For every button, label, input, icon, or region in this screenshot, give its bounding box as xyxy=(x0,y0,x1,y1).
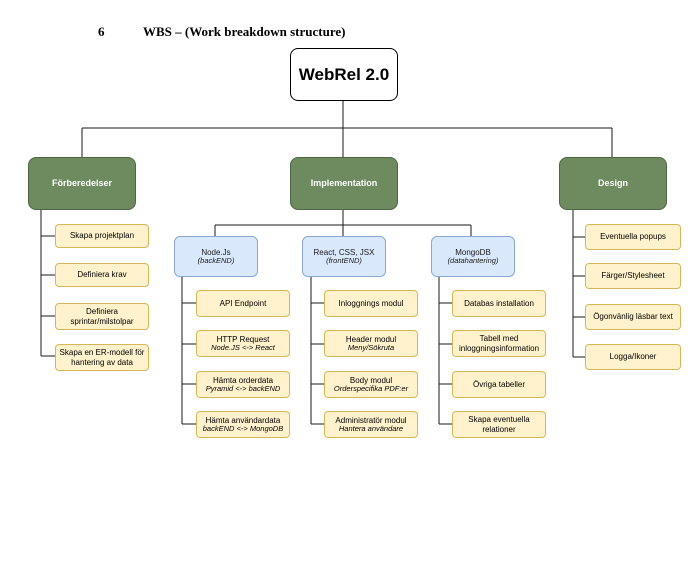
task-box: Definiera sprintar/milstolpar xyxy=(55,303,149,330)
subgroup-label: Node.Js xyxy=(201,247,231,257)
task-label: Tabell med inloggningsinformation xyxy=(458,334,540,353)
task-label: Databas installation xyxy=(464,298,534,308)
subgroup-mongodb: MongoDB (datahantering) xyxy=(431,236,515,277)
task-label: Skapa eventuella relationer xyxy=(468,415,530,434)
task-box: Eventuella popups xyxy=(585,224,681,250)
section-heading: 6 WBS – (Work breakdown structure) xyxy=(0,24,696,44)
task-label: Definiera sprintar/milstolpar xyxy=(70,307,134,326)
task-sublabel: Orderspecifika PDF:er xyxy=(333,383,409,393)
subgroup-react: React, CSS, JSX (frontEND) xyxy=(302,236,386,277)
task-box: Skapa projektplan xyxy=(55,224,149,248)
task-label: Färger/Stylesheet xyxy=(601,271,665,281)
task-box: API Endpoint xyxy=(196,290,290,317)
task-label: Body modul xyxy=(349,375,393,385)
task-box: Inloggnings modul xyxy=(324,290,418,317)
branch-design: Design xyxy=(559,157,667,210)
task-box: Tabell med inloggningsinformation xyxy=(452,330,546,357)
task-box: Övriga tabeller xyxy=(452,371,546,398)
root-label: WebRel 2.0 xyxy=(298,64,390,84)
task-sublabel: Meny/Sökruta xyxy=(347,342,395,352)
task-sublabel: Hantera användare xyxy=(338,423,404,433)
task-label: API Endpoint xyxy=(219,298,267,308)
task-box: Skapa eventuella relationer xyxy=(452,411,546,438)
task-label: Logga/Ikoner xyxy=(609,352,657,362)
branch-forberedelser: Förberedelser xyxy=(28,157,136,210)
section-title: WBS – (Work breakdown structure) xyxy=(143,24,346,39)
root-node: WebRel 2.0 xyxy=(290,48,398,101)
task-label: Definiera krav xyxy=(77,270,127,280)
task-sublabel: Node.JS <-> React xyxy=(211,342,275,352)
subgroup-nodejs: Node.Js (backEND) xyxy=(174,236,258,277)
subgroup-label: MongoDB xyxy=(455,247,491,257)
task-label: Eventuella popups xyxy=(600,232,666,242)
task-box: HTTP Request Node.JS <-> React xyxy=(196,330,290,357)
task-box: Databas installation xyxy=(452,290,546,317)
task-label: Header modul xyxy=(345,334,397,344)
subgroup-sublabel: (frontEND) xyxy=(326,255,362,265)
task-box: Administratör modul Hantera användare xyxy=(324,411,418,438)
task-box: Skapa en ER-modell för hantering av data xyxy=(55,344,149,371)
task-label: Skapa projektplan xyxy=(69,231,135,241)
task-label: Hämta användardata xyxy=(205,415,281,425)
branch-label: Implementation xyxy=(310,178,378,189)
task-sublabel: backEND <-> MongoDB xyxy=(202,423,284,433)
task-label: Övriga tabeller xyxy=(472,379,526,389)
branch-label: Design xyxy=(597,178,628,189)
task-label: Hämta orderdata xyxy=(212,375,274,385)
task-label: Administratör modul xyxy=(335,415,407,425)
task-box: Hämta orderdata Pyramid <-> backEND xyxy=(196,371,290,398)
task-box: Body modul Orderspecifika PDF:er xyxy=(324,371,418,398)
section-number: 6 xyxy=(98,24,105,39)
task-box: Header modul Meny/Sökruta xyxy=(324,330,418,357)
subgroup-label: React, CSS, JSX xyxy=(313,247,375,257)
task-box: Färger/Stylesheet xyxy=(585,263,681,289)
task-box: Hämta användardata backEND <-> MongoDB xyxy=(196,411,290,438)
subgroup-sublabel: (datahantering) xyxy=(447,255,499,265)
task-box: Ögonvänlig läsbar text xyxy=(585,304,681,330)
task-label: Inloggnings modul xyxy=(338,298,404,308)
subgroup-sublabel: (backEND) xyxy=(197,255,235,265)
task-label: Ögonvänlig läsbar text xyxy=(593,312,673,322)
branch-implementation: Implementation xyxy=(290,157,398,210)
task-label: Skapa en ER-modell för hantering av data xyxy=(59,348,145,367)
task-box: Logga/Ikoner xyxy=(585,344,681,370)
branch-label: Förberedelser xyxy=(51,178,113,189)
task-box: Definiera krav xyxy=(55,263,149,287)
task-label: HTTP Request xyxy=(216,334,270,344)
task-sublabel: Pyramid <-> backEND xyxy=(205,383,281,393)
